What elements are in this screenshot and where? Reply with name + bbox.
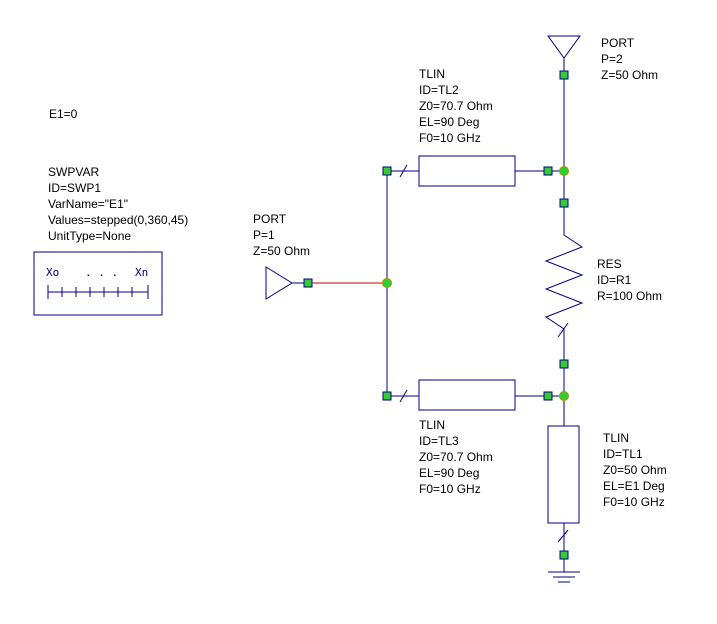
res-label-r: R=100 Ohm: [597, 289, 662, 303]
swpvar-label-unittype: UnitType=None: [48, 229, 131, 243]
resistor-r1[interactable]: RES ID=R1 R=100 Ohm: [544, 207, 662, 360]
tl3-slash-mark: [399, 389, 408, 403]
port2-symbol: [547, 35, 581, 59]
swpvar-label-id: ID=SWP1: [48, 181, 101, 195]
tl1-label-type: TLIN: [603, 431, 629, 445]
junction-node-stub[interactable]: [559, 391, 569, 401]
res-label-type: RES: [597, 257, 622, 271]
tl3-body: [418, 379, 516, 411]
swpvar-symbol-start: Xo: [46, 266, 59, 279]
tl1-slash-mark: [557, 529, 569, 543]
swpvar-label-varname: VarName="E1": [48, 197, 128, 211]
tl3-label-id: ID=TL3: [419, 434, 459, 448]
tl2-label-el: EL=90 Deg: [419, 115, 479, 129]
tl3-label-type: TLIN: [419, 418, 445, 432]
tl2-label-id: ID=TL2: [419, 83, 459, 97]
port1-pin[interactable]: [303, 278, 313, 288]
equation-e1[interactable]: E1=0: [49, 107, 78, 121]
swpvar-symbol-end: Xn: [135, 266, 148, 279]
swpvar-label-type: SWPVAR: [48, 165, 99, 179]
swpvar-symbol-dots: . . .: [85, 266, 118, 279]
tl3-label-el: EL=90 Deg: [419, 466, 479, 480]
tlin-tl3[interactable]: TLIN ID=TL3 Z0=70.7 Ohm EL=90 Deg F0=10 …: [391, 379, 553, 496]
tl3-label-z0: Z0=70.7 Ohm: [419, 450, 493, 464]
swpvar-symbol-box: [33, 251, 163, 316]
tl2-slash-mark: [399, 164, 408, 178]
tl2-body: [418, 155, 516, 187]
tl1-label-z0: Z0=50 Ohm: [603, 463, 667, 477]
port1-symbol: [265, 266, 293, 300]
swpvar-label-values: Values=stepped(0,360,45): [48, 213, 188, 227]
port2-label-z: Z=50 Ohm: [601, 68, 658, 82]
tl3-label-f0: F0=10 GHz: [419, 482, 481, 496]
res-slash-mark: [557, 322, 569, 338]
swpvar-ruler-icon: [47, 285, 149, 299]
port2-pin[interactable]: [559, 70, 569, 80]
tl2-pin-right[interactable]: [543, 166, 553, 176]
junction-node-output[interactable]: [559, 166, 569, 176]
res-pin-top[interactable]: [559, 198, 569, 208]
tl2-label-z0: Z0=70.7 Ohm: [419, 99, 493, 113]
tl2-pin-left[interactable]: [382, 166, 392, 176]
tl1-label-f0: F0=10 GHz: [603, 495, 665, 509]
port-1[interactable]: PORT P=1 Z=50 Ohm: [253, 212, 313, 300]
tl3-pin-left[interactable]: [382, 391, 392, 401]
tlin-tl1[interactable]: TLIN ID=TL1 Z0=50 Ohm EL=E1 Deg F0=10 GH…: [547, 425, 667, 560]
tl1-label-el: EL=E1 Deg: [603, 479, 665, 493]
tlin-tl2[interactable]: TLIN ID=TL2 Z0=70.7 Ohm EL=90 Deg F0=10 …: [391, 67, 553, 187]
tl1-body: [547, 425, 580, 524]
tl2-label-f0: F0=10 GHz: [419, 131, 481, 145]
port1-label-p: P=1: [253, 228, 275, 242]
port1-label-z: Z=50 Ohm: [253, 244, 310, 258]
ground-icon[interactable]: [548, 559, 580, 583]
res-label-id: ID=R1: [597, 273, 632, 287]
swpvar-block[interactable]: SWPVAR ID=SWP1 VarName="E1" Values=stepp…: [33, 165, 188, 316]
res-pin-bottom[interactable]: [559, 359, 569, 369]
port1-label-type: PORT: [253, 212, 287, 226]
port-2[interactable]: PORT P=2 Z=50 Ohm: [547, 35, 658, 82]
tl3-pin-right[interactable]: [543, 391, 553, 401]
res-zigzag: [544, 207, 584, 360]
tl1-label-id: ID=TL1: [603, 447, 643, 461]
tl2-label-type: TLIN: [419, 67, 445, 81]
port2-label-type: PORT: [601, 36, 635, 50]
port2-label-p: P=2: [601, 52, 623, 66]
junction-node-input[interactable]: [382, 278, 392, 288]
tl1-pin-bottom[interactable]: [559, 550, 569, 560]
